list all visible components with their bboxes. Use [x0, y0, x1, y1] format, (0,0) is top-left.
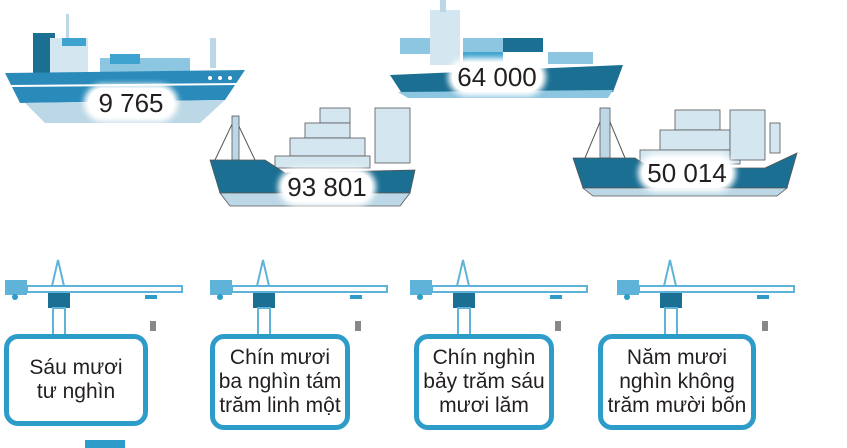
card-line: nghìn không	[619, 370, 735, 393]
answer-card-2[interactable]: Chín mươi ba nghìn tám trăm linh một	[210, 334, 350, 430]
ship-1	[0, 8, 260, 128]
tower-crane-icon	[210, 259, 388, 346]
answer-card-3[interactable]: Chín nghìn bảy trăm sáu mươi lăm	[414, 334, 554, 430]
tower-crane-icon	[410, 259, 588, 346]
card-line: Năm mươi	[626, 346, 728, 369]
ship-number-1: 9 765	[88, 88, 174, 118]
card-line: trăm mười bốn	[607, 394, 747, 417]
ship-number-4: 50 014	[642, 158, 732, 188]
crane-4	[612, 255, 802, 350]
cargo-ship-icon	[5, 14, 245, 123]
card-line: Chín mươi	[229, 346, 331, 369]
partial-bar	[85, 440, 125, 448]
card-line: trăm linh một	[219, 394, 341, 417]
card-line: ba nghìn tám	[218, 370, 342, 393]
crane-2	[205, 255, 395, 350]
ship-number-3: 93 801	[282, 172, 372, 202]
card-line: Chín nghìn	[432, 346, 536, 369]
ship-number-2: 64 000	[452, 62, 542, 92]
card-line: tư nghìn	[36, 380, 116, 403]
tower-crane-icon	[617, 259, 795, 346]
tower-crane-icon	[5, 259, 183, 346]
answer-card-4[interactable]: Năm mươi nghìn không trăm mười bốn	[598, 334, 756, 430]
answer-card-1[interactable]: Sáu mươi tư nghìn	[4, 334, 148, 426]
card-line: Sáu mươi	[29, 356, 123, 379]
crane-1	[0, 255, 190, 350]
card-line: bảy trăm sáu	[423, 370, 545, 393]
card-line: mươi lăm	[439, 394, 529, 417]
crane-3	[405, 255, 595, 350]
